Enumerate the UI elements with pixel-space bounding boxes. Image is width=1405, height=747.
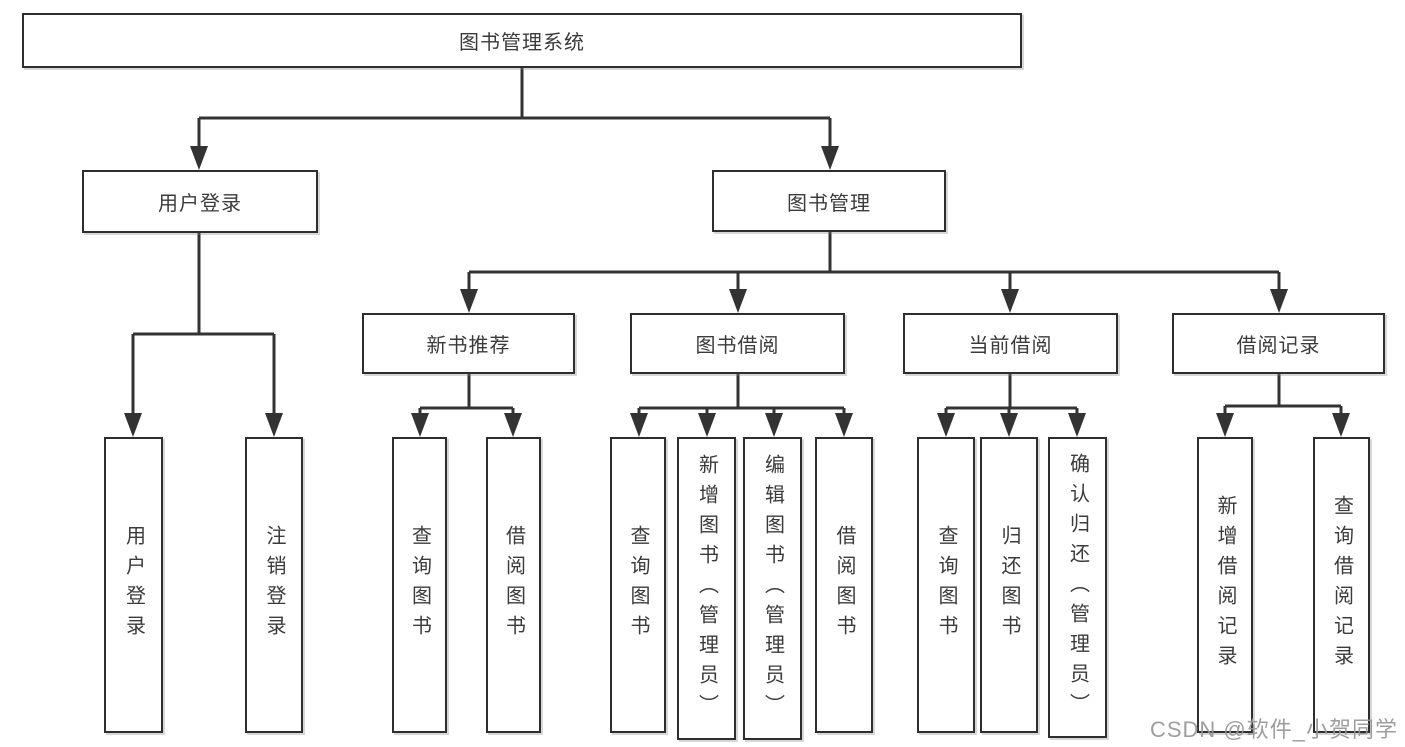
arrowheads [124,146,1350,437]
node-borrow-records: 借阅记录 [1172,313,1385,374]
node-query-books-borrowing: 查询图书 [610,437,666,733]
node-query-books-newrec: 查询图书 [392,437,447,733]
node-library-system-label: 图书管理系统 [459,32,585,54]
node-book-borrowing: 图书借阅 [630,313,845,374]
node-query-books-newrec-label: 查询图书 [408,525,431,645]
node-query-books-borrowing-label: 查询图书 [627,525,649,645]
node-add-borrow-record: 新增借阅记录 [1197,437,1253,733]
node-query-borrow-record: 查询借阅记录 [1313,437,1370,733]
node-current-borrowing: 当前借阅 [903,313,1118,374]
node-user-login-label: 用户登录 [122,525,145,645]
node-new-book-recommend: 新书推荐 [362,313,575,374]
node-confirm-return-admin-label: 确认归还（管理员） [1066,452,1089,723]
node-borrow-books: 借阅图书 [815,437,873,733]
node-add-borrow-record-label: 新增借阅记录 [1214,495,1236,675]
connector-elbows [131,68,1343,414]
node-return-books-label: 归还图书 [998,525,1020,645]
node-borrow-books-newrec: 借阅图书 [486,437,541,733]
node-add-book-admin-label: 新增图书（管理员） [695,453,718,724]
node-add-book-admin: 新增图书（管理员） [677,437,736,740]
node-borrow-books-label: 借阅图书 [833,525,855,645]
node-query-borrow-record-label: 查询借阅记录 [1330,495,1353,675]
node-user-login-branch-label: 用户登录 [158,193,242,215]
node-current-borrowing-label: 当前借阅 [968,335,1053,357]
node-library-system: 图书管理系统 [22,13,1022,68]
node-edit-book-admin-label: 编辑图书（管理员） [761,453,784,724]
node-borrow-records-label: 借阅记录 [1236,335,1321,357]
node-user-login: 用户登录 [104,437,163,733]
node-query-books-current: 查询图书 [917,437,975,733]
node-edit-book-admin: 编辑图书（管理员） [743,437,802,740]
node-logout: 注销登录 [245,437,303,733]
node-user-login-branch: 用户登录 [82,170,318,233]
node-confirm-return-admin: 确认归还（管理员） [1048,437,1107,738]
node-return-books: 归还图书 [980,437,1038,733]
node-book-borrowing-label: 图书借阅 [695,335,780,357]
node-book-management: 图书管理 [712,170,946,232]
node-new-book-recommend-label: 新书推荐 [426,335,511,357]
node-logout-label: 注销登录 [263,525,285,645]
node-borrow-books-newrec-label: 借阅图书 [502,525,525,645]
node-book-management-label: 图书管理 [787,192,871,215]
node-query-books-current-label: 查询图书 [935,525,957,645]
